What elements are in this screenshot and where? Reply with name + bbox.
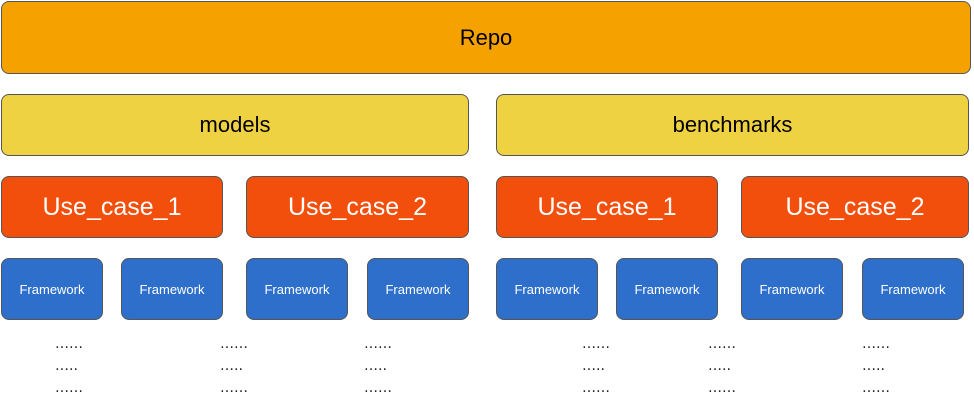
ellipsis-text: …… (220, 336, 248, 352)
framework-box: Framework (616, 258, 718, 320)
ellipsis-text: ….. (862, 358, 885, 374)
framework-label: Framework (880, 281, 946, 297)
ellipsis-text: ….. (708, 358, 731, 374)
use-case-label: Use_case_2 (785, 192, 925, 221)
ellipsis-column: …… ….. …… (55, 333, 83, 399)
framework-box: Framework (367, 258, 469, 320)
ellipsis-column: …… ….. …… (220, 333, 248, 399)
ellipsis-text: …… (220, 380, 248, 396)
use-case-box: Use_case_1 (1, 176, 223, 238)
framework-label: Framework (385, 281, 451, 297)
framework-box: Framework (246, 258, 348, 320)
framework-label: Framework (19, 281, 85, 297)
ellipsis-text: …… (862, 380, 890, 396)
ellipsis-text: …… (364, 380, 392, 396)
ellipsis-text: ….. (364, 358, 387, 374)
ellipsis-text: ….. (55, 358, 78, 374)
repo-box: Repo (1, 1, 971, 74)
repo-label: Repo (459, 24, 513, 50)
framework-box: Framework (121, 258, 223, 320)
models-group-box: models (1, 94, 469, 156)
use-case-box: Use_case_1 (496, 176, 718, 238)
ellipsis-text: ….. (582, 358, 605, 374)
benchmarks-group-box: benchmarks (496, 94, 969, 156)
ellipsis-text: …… (55, 380, 83, 396)
ellipsis-column: …… ….. …… (364, 333, 392, 399)
ellipsis-text: ….. (220, 358, 243, 374)
ellipsis-column: …… ….. …… (582, 333, 610, 399)
ellipsis-text: …… (862, 336, 890, 352)
ellipsis-text: …… (582, 336, 610, 352)
ellipsis-text: …… (55, 336, 83, 352)
framework-box: Framework (741, 258, 843, 320)
framework-label: Framework (759, 281, 825, 297)
framework-label: Framework (139, 281, 205, 297)
benchmarks-label: benchmarks (672, 112, 793, 137)
framework-box: Framework (1, 258, 103, 320)
framework-box: Framework (862, 258, 964, 320)
use-case-label: Use_case_1 (42, 192, 182, 221)
ellipsis-column: …… ….. …… (862, 333, 890, 399)
ellipsis-text: …… (708, 336, 736, 352)
use-case-label: Use_case_2 (288, 192, 427, 221)
framework-label: Framework (264, 281, 330, 297)
use-case-box: Use_case_2 (741, 176, 969, 238)
use-case-label: Use_case_1 (537, 192, 677, 221)
ellipsis-text: …… (364, 336, 392, 352)
framework-label: Framework (514, 281, 580, 297)
ellipsis-text: …… (582, 380, 610, 396)
models-label: models (199, 112, 271, 137)
ellipsis-text: …… (708, 380, 736, 396)
framework-box: Framework (496, 258, 598, 320)
framework-label: Framework (634, 281, 700, 297)
ellipsis-column: …… ….. …… (708, 333, 736, 399)
use-case-box: Use_case_2 (246, 176, 469, 238)
